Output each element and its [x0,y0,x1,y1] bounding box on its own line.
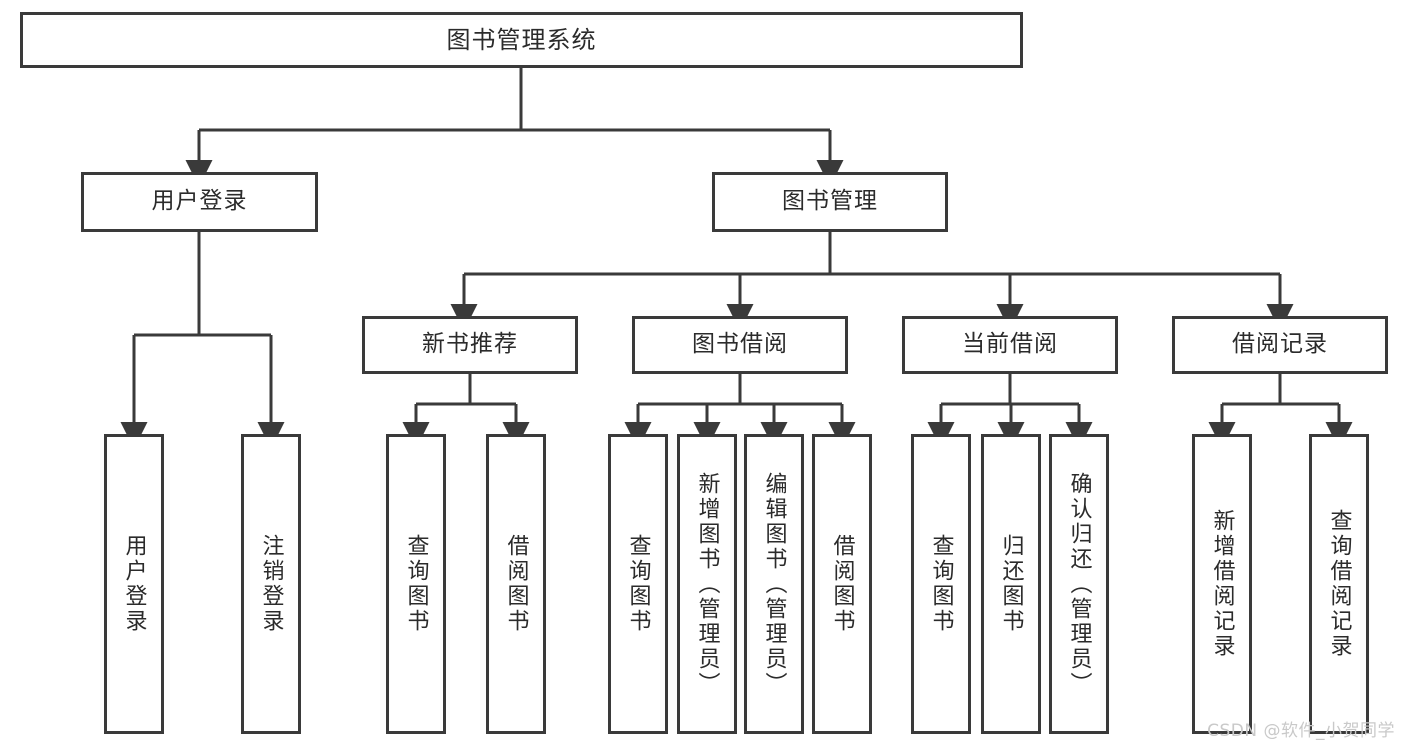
node-leaf-4-label: 借阅图书 [503,534,529,634]
node-leaf-13-label: 查询借阅记录 [1326,509,1352,659]
node-leaf-5[interactable]: 查询图书 [608,434,668,734]
node-level2-4-label: 借阅记录 [1232,331,1328,358]
node-leaf-1[interactable]: 用户登录 [104,434,164,734]
node-level2-1[interactable]: 新书推荐 [362,316,578,374]
node-level1-2-label: 图书管理 [782,188,878,215]
node-leaf-1-label: 用户登录 [121,534,147,634]
node-leaf-10[interactable]: 归还图书 [981,434,1041,734]
node-leaf-2[interactable]: 注销登录 [241,434,301,734]
node-leaf-2-label: 注销登录 [258,534,284,634]
node-level2-3[interactable]: 当前借阅 [902,316,1118,374]
node-level2-2[interactable]: 图书借阅 [632,316,848,374]
node-leaf-5-label: 查询图书 [625,534,651,634]
node-leaf-6[interactable]: 新增图书（管理员） [677,434,737,734]
node-leaf-9-label: 查询图书 [928,534,954,634]
node-level2-2-label: 图书借阅 [692,331,788,358]
node-leaf-12[interactable]: 新增借阅记录 [1192,434,1252,734]
node-level2-3-label: 当前借阅 [962,331,1058,358]
node-root-system-label: 图书管理系统 [446,25,597,54]
node-leaf-7[interactable]: 编辑图书（管理员） [744,434,804,734]
node-leaf-8-label: 借阅图书 [829,534,855,634]
node-leaf-8[interactable]: 借阅图书 [812,434,872,734]
node-leaf-11[interactable]: 确认归还（管理员） [1049,434,1109,734]
node-level1-1[interactable]: 用户登录 [81,172,318,232]
node-level1-1-label: 用户登录 [151,188,248,215]
node-leaf-10-label: 归还图书 [998,534,1024,634]
node-leaf-9[interactable]: 查询图书 [911,434,971,734]
node-leaf-6-label: 新增图书（管理员） [694,471,720,697]
node-root-system[interactable]: 图书管理系统 [20,12,1023,68]
node-leaf-13[interactable]: 查询借阅记录 [1309,434,1369,734]
node-level2-4[interactable]: 借阅记录 [1172,316,1388,374]
node-leaf-4[interactable]: 借阅图书 [486,434,546,734]
node-level1-2[interactable]: 图书管理 [712,172,948,232]
node-leaf-12-label: 新增借阅记录 [1209,509,1235,659]
node-leaf-11-label: 确认归还（管理员） [1066,471,1092,697]
node-leaf-7-label: 编辑图书（管理员） [761,471,787,697]
node-leaf-3-label: 查询图书 [403,534,429,634]
node-leaf-3[interactable]: 查询图书 [386,434,446,734]
node-level2-1-label: 新书推荐 [422,331,518,358]
